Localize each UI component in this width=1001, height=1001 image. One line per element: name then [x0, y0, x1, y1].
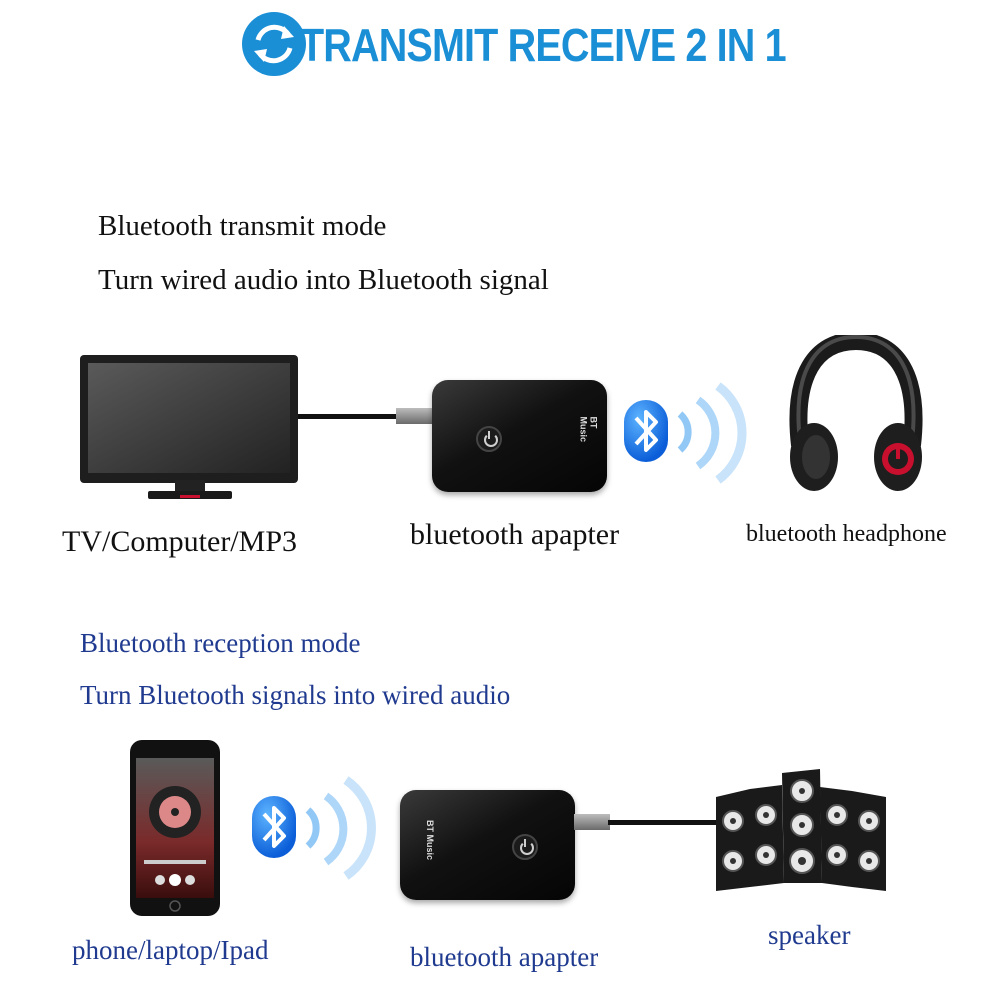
phone-icon [130, 740, 220, 916]
monitor-illustration [80, 355, 305, 505]
phone-illustration [130, 740, 220, 916]
receive-mode-description: Turn Bluetooth signals into wired audio [80, 680, 511, 710]
monitor-icon [80, 355, 298, 499]
transmit-mode-title: Bluetooth transmit mode [98, 210, 387, 242]
transmit-mode-description: Turn wired audio into Bluetooth signal [98, 264, 549, 296]
transmit-sink-label: bluetooth headphone [746, 521, 947, 547]
bluetooth-icon [624, 400, 668, 462]
receive-sink-label: speaker [768, 920, 851, 950]
power-icon [476, 426, 502, 452]
bluetooth-signal [250, 770, 380, 880]
speaker-icon [716, 769, 886, 891]
bluetooth-signal [622, 378, 752, 488]
page-title: TRANSMIT RECEIVE 2 IN 1 [300, 19, 787, 71]
adapter-text: BT Music [425, 819, 436, 861]
header-logo [240, 10, 308, 78]
receive-adapter-label: bluetooth apapter [410, 942, 599, 972]
speaker-illustration [712, 765, 892, 895]
audio-cable [608, 820, 718, 825]
audio-cable [298, 414, 398, 419]
receive-mode-title: Bluetooth reception mode [80, 628, 361, 658]
adapter-text: BT Music [578, 416, 599, 443]
audio-jack [574, 814, 610, 830]
receive-source-label: phone/laptop/Ipad [72, 935, 269, 965]
power-icon [512, 834, 538, 860]
bluetooth-icon [252, 796, 296, 858]
transmit-adapter: BT Music [432, 380, 607, 492]
audio-jack [396, 408, 434, 424]
headphone-illustration [786, 331, 926, 500]
receive-adapter: BT Music [400, 790, 575, 900]
transmit-source-label: TV/Computer/MP3 [62, 525, 298, 558]
headphone-icon [789, 331, 923, 491]
refresh-icon [242, 12, 306, 76]
transmit-adapter-label: bluetooth apapter [410, 518, 620, 551]
